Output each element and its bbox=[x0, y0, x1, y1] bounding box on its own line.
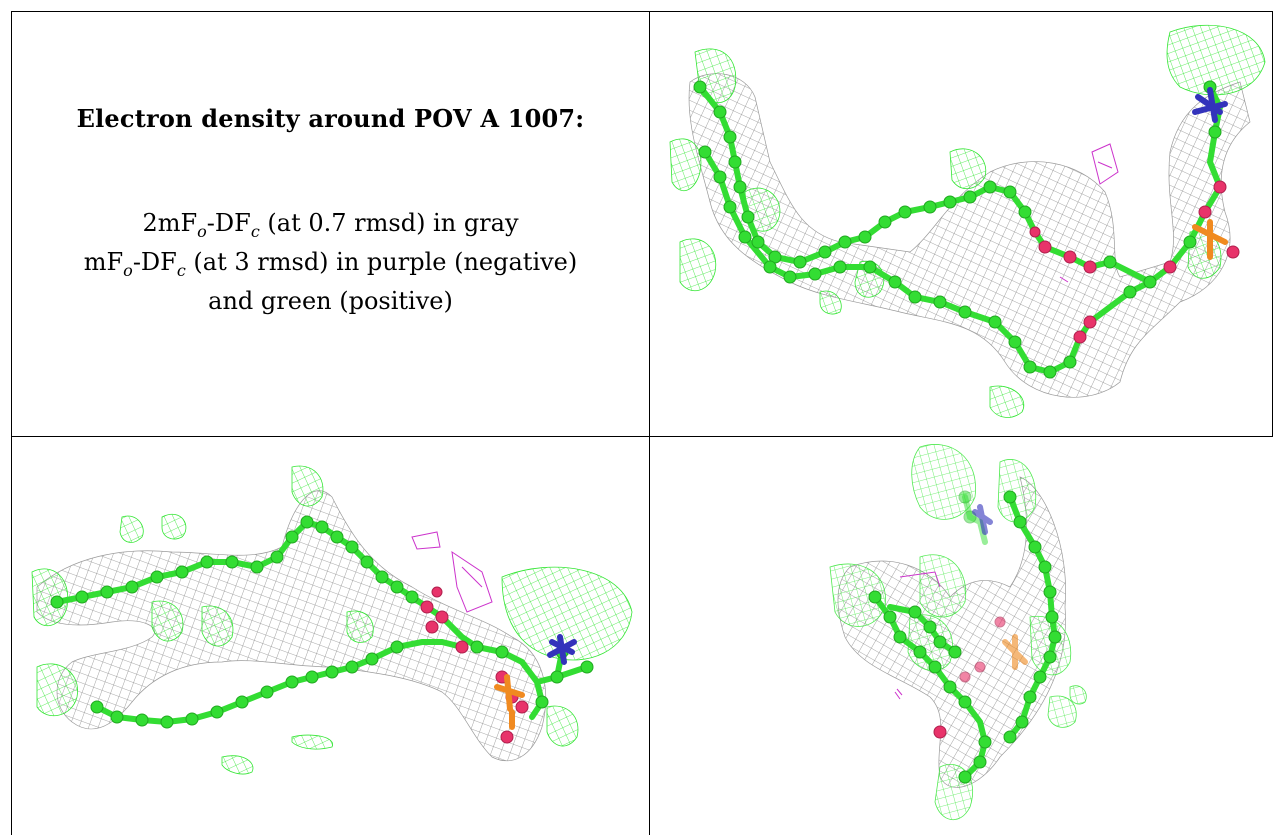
carbon-atoms bbox=[50, 515, 594, 729]
gray-density-mesh bbox=[36, 490, 547, 762]
grid-border-right bbox=[1272, 11, 1273, 437]
grid-divider-vertical bbox=[649, 11, 650, 835]
molecule-image-1 bbox=[669, 24, 1266, 418]
purple-density-mesh bbox=[894, 571, 941, 700]
grid-divider-horizontal bbox=[11, 436, 1272, 437]
legend-line-difference: mFo-DFc (at 3 rmsd) in purple (negative) bbox=[83, 247, 578, 280]
nitrogen-atom bbox=[547, 634, 577, 665]
phosphorus-atom bbox=[494, 674, 525, 730]
gray-density-mesh bbox=[688, 73, 1251, 398]
caption-legend: 2mFo-DFc (at 0.7 rmsd) in gray mFo-DFc (… bbox=[12, 208, 649, 317]
molecule-image-3 bbox=[829, 444, 1087, 820]
caption-title: Electron density around POV A 1007: bbox=[76, 104, 585, 133]
nitrogen-atom bbox=[972, 504, 993, 535]
phosphorus-atom bbox=[1192, 219, 1228, 260]
density-view-top-right bbox=[650, 12, 1272, 436]
density-view-bottom-left bbox=[12, 437, 649, 835]
oxygen-atoms bbox=[1029, 180, 1240, 344]
oxygen-atoms bbox=[933, 616, 1006, 739]
figure-grid bbox=[11, 11, 1272, 835]
phosphorus-atom bbox=[1002, 634, 1028, 670]
molecule-image-2 bbox=[31, 465, 633, 775]
green-density-mesh bbox=[31, 465, 633, 775]
carbon-atoms bbox=[693, 80, 1222, 379]
carbon-atoms bbox=[868, 490, 1062, 784]
purple-density-mesh bbox=[411, 531, 493, 613]
caption-cell: Electron density around POV A 1007: 2mFo… bbox=[12, 12, 649, 436]
legend-line-gray: 2mFo-DFc (at 0.7 rmsd) in gray bbox=[142, 209, 519, 241]
purple-density-mesh bbox=[1059, 143, 1119, 283]
nitrogen-atom bbox=[1192, 87, 1228, 123]
density-view-bottom-right bbox=[650, 437, 1272, 835]
green-density-mesh bbox=[669, 24, 1266, 418]
legend-line-green: and green (positive) bbox=[208, 286, 453, 315]
